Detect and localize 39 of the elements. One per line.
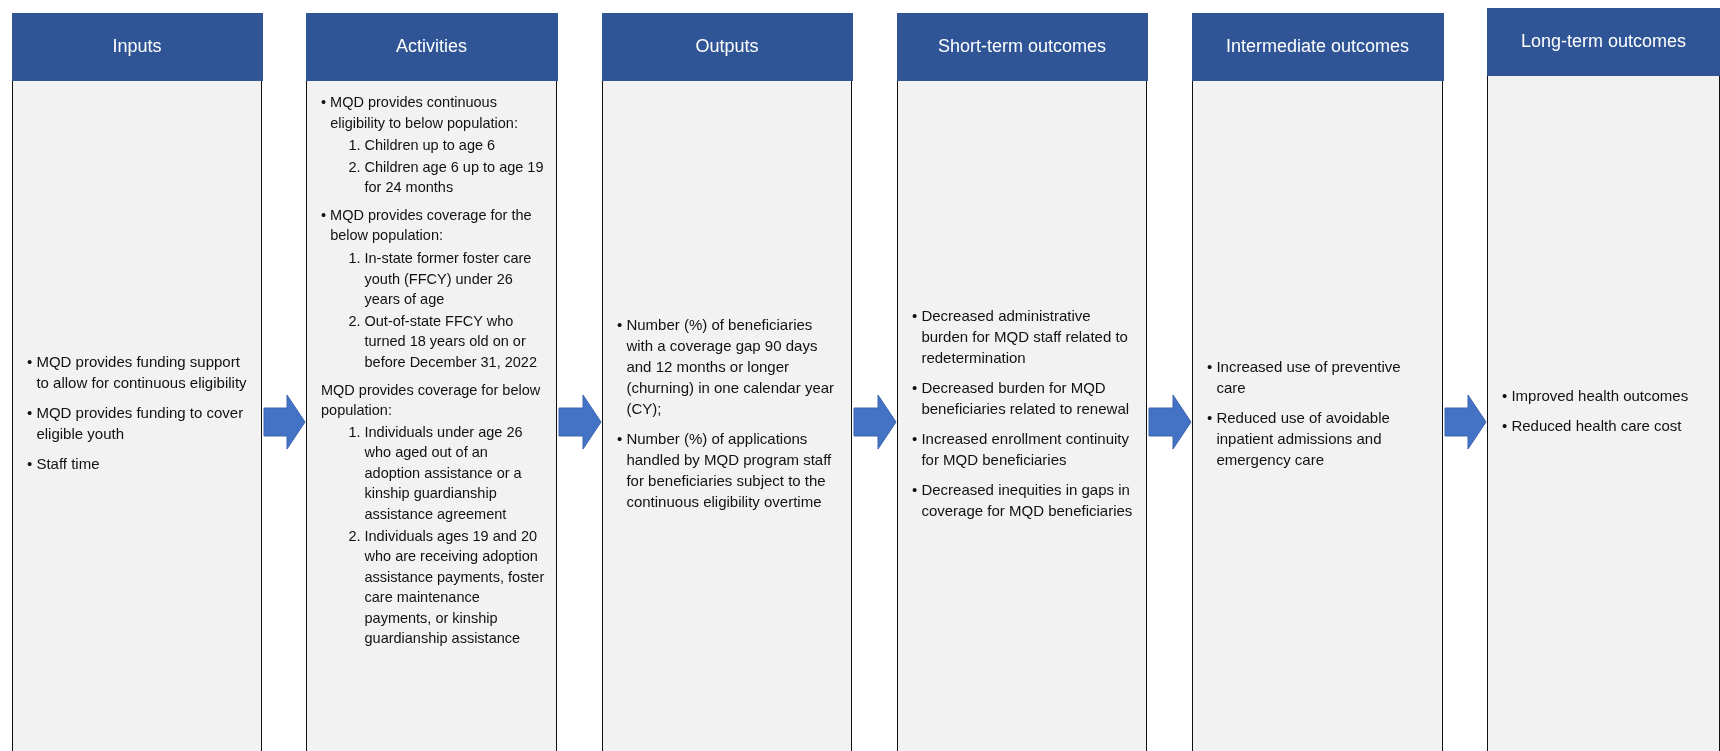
bullet-item: • Decreased burden for MQD beneficiaries related to renewal: [912, 377, 1131, 419]
bullet-item: • Staff time: [27, 454, 101, 474]
column-header: Short-term outcomes: [896, 12, 1148, 81]
numbered-item: 2. Children age 6 up to age 19 for 24 months: [347, 157, 545, 198]
numbered-item: 1. Individuals under age 26 who aged out of an adoption assistance or a kinship guardianship assistance agreement: [347, 422, 524, 524]
bullet-item: • MQD provides continuous eligibility to below population:: [321, 93, 519, 133]
bullet-item: • Increased enrollment continuity for MQD beneficiaries: [912, 428, 1131, 470]
numbered-item: 1. Children up to age 6: [347, 136, 497, 156]
column-panel: [897, 13, 1147, 751]
block-arrow: [1148, 394, 1192, 450]
bullet-item: • MQD provides funding to cover eligible youth: [27, 403, 245, 444]
column-panel: [1192, 13, 1443, 751]
column-header: Long-term outcomes: [1486, 7, 1720, 76]
bullet-item: • Improved health outcomes: [1502, 385, 1690, 406]
block-arrow: [1444, 394, 1487, 450]
bullet-item: • Number (%) of beneficiaries with a coverage gap 90 days and 12 months or longer (churning) in one calendar year (CY);: [617, 314, 836, 419]
bullet-item: • MQD provides funding support to allow for continuous eligibility: [27, 352, 248, 393]
numbered-item: 2. Individuals ages 19 and 20 who are receiving adoption assistance payments, foster care maintenance payments, or kinship guardianship assistance: [347, 526, 546, 649]
column-panel: [306, 13, 557, 751]
column-header: Inputs: [11, 12, 263, 81]
block-arrow: [558, 394, 602, 450]
column-header: Activities: [305, 12, 558, 81]
column-panel: [12, 13, 262, 751]
numbered-item: 2. Out-of-state FFCY who turned 18 years old on or before December 31, 2022: [347, 311, 538, 372]
bullet-item: • Number (%) of applications handled by MQD program staff for beneficiaries subject to the continuous eligibility overtime: [617, 428, 833, 512]
bullet-item: • Reduced health care cost: [1502, 415, 1683, 436]
bullet-item: • Decreased inequities in gaps in coverage for MQD beneficiaries: [912, 479, 1134, 521]
bullet-item: • Reduced use of avoidable inpatient admissions and emergency care: [1207, 407, 1391, 470]
column-header: Intermediate outcomes: [1191, 12, 1444, 81]
numbered-item: 1. In-state former foster care youth (FFCY) under 26 years of age: [347, 249, 533, 310]
block-arrow: [853, 394, 897, 450]
column-header: Outputs: [601, 12, 853, 81]
column-panel: [602, 13, 852, 751]
paragraph: MQD provides coverage for below population:: [321, 380, 542, 421]
block-arrow: [263, 394, 306, 450]
bullet-item: • Decreased administrative burden for MQD staff related to redetermination: [912, 305, 1129, 368]
bullet-item: • MQD provides coverage for the below population:: [321, 205, 533, 246]
column-panel: [1487, 8, 1720, 751]
bullet-item: • Increased use of preventive care: [1207, 356, 1402, 398]
